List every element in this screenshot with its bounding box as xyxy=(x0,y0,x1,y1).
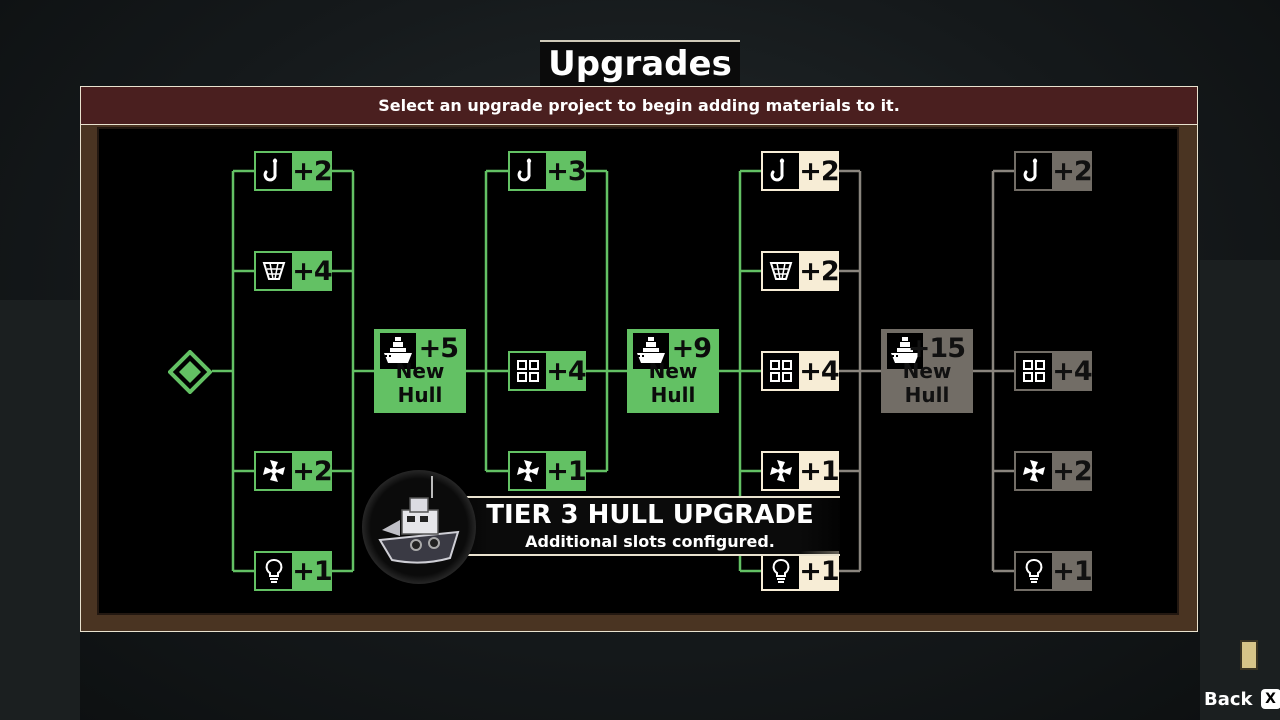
upgrade-node-light-c4[interactable]: +1 xyxy=(1014,551,1093,591)
upgrade-node-grid-c3[interactable]: +4 xyxy=(761,351,840,391)
boat-portrait xyxy=(362,470,476,584)
engine-icon xyxy=(517,460,539,482)
background-pillar-left xyxy=(0,300,80,720)
notification-subtitle: Additional slots configured. xyxy=(525,532,775,551)
light-icon xyxy=(265,559,283,583)
back-button[interactable]: Back X xyxy=(1204,686,1280,712)
start-node-diamond-icon xyxy=(168,350,212,394)
upgrade-node-hook-c3[interactable]: +2 xyxy=(761,151,840,191)
engine-icon xyxy=(1023,460,1045,482)
net-icon xyxy=(262,262,286,280)
back-label: Back xyxy=(1204,688,1253,710)
upgrade-node-grid-c2[interactable]: +4 xyxy=(508,351,587,391)
net-icon xyxy=(769,262,793,280)
upgrade-node-engine-c2[interactable]: +1 xyxy=(508,451,587,491)
hook-icon xyxy=(517,158,532,182)
engine-icon xyxy=(263,460,285,482)
upgrade-node-light-c1[interactable]: +1 xyxy=(254,551,333,591)
light-icon xyxy=(1025,559,1043,583)
hull-upgrade-2[interactable]: +9 New Hull xyxy=(627,329,719,413)
engine-icon xyxy=(770,460,792,482)
grid-icon xyxy=(1023,360,1045,382)
upgrade-node-grid-c4[interactable]: +4 xyxy=(1014,351,1093,391)
boat-icon xyxy=(378,476,460,564)
upgrade-node-net-c1[interactable]: +4 xyxy=(254,251,333,291)
grid-icon xyxy=(770,360,792,382)
upgrade-node-engine-c1[interactable]: +2 xyxy=(254,451,333,491)
upgrade-node-hook-c4[interactable]: +2 xyxy=(1014,151,1093,191)
grid-icon xyxy=(517,360,539,382)
hull-icon xyxy=(887,333,923,369)
x-key-icon: X xyxy=(1260,689,1280,709)
upgrade-node-light-c3[interactable]: +1 xyxy=(761,551,840,591)
page-title: Upgrades xyxy=(540,40,740,90)
upgrade-node-net-c3[interactable]: +2 xyxy=(761,251,840,291)
instruction-text: Select an upgrade project to begin addin… xyxy=(81,87,1197,125)
hull-icon xyxy=(380,333,416,369)
upgrade-node-hook-c2[interactable]: +3 xyxy=(508,151,587,191)
upgrade-node-hook-c1[interactable]: +2 xyxy=(254,151,333,191)
light-icon xyxy=(772,559,790,583)
upgrade-node-engine-c4[interactable]: +2 xyxy=(1014,451,1093,491)
upgrade-notification xyxy=(440,496,840,556)
notification-title: TIER 3 HULL UPGRADE xyxy=(486,500,814,530)
hook-icon xyxy=(770,158,785,182)
hook-icon xyxy=(263,158,278,182)
upgrade-node-engine-c3[interactable]: +1 xyxy=(761,451,840,491)
hull-upgrade-3[interactable]: +15 New Hull xyxy=(881,329,973,413)
hook-icon xyxy=(1023,158,1038,182)
hull-icon xyxy=(633,333,669,369)
hull-upgrade-1[interactable]: +5 New Hull xyxy=(374,329,466,413)
lantern-icon xyxy=(1240,640,1258,670)
